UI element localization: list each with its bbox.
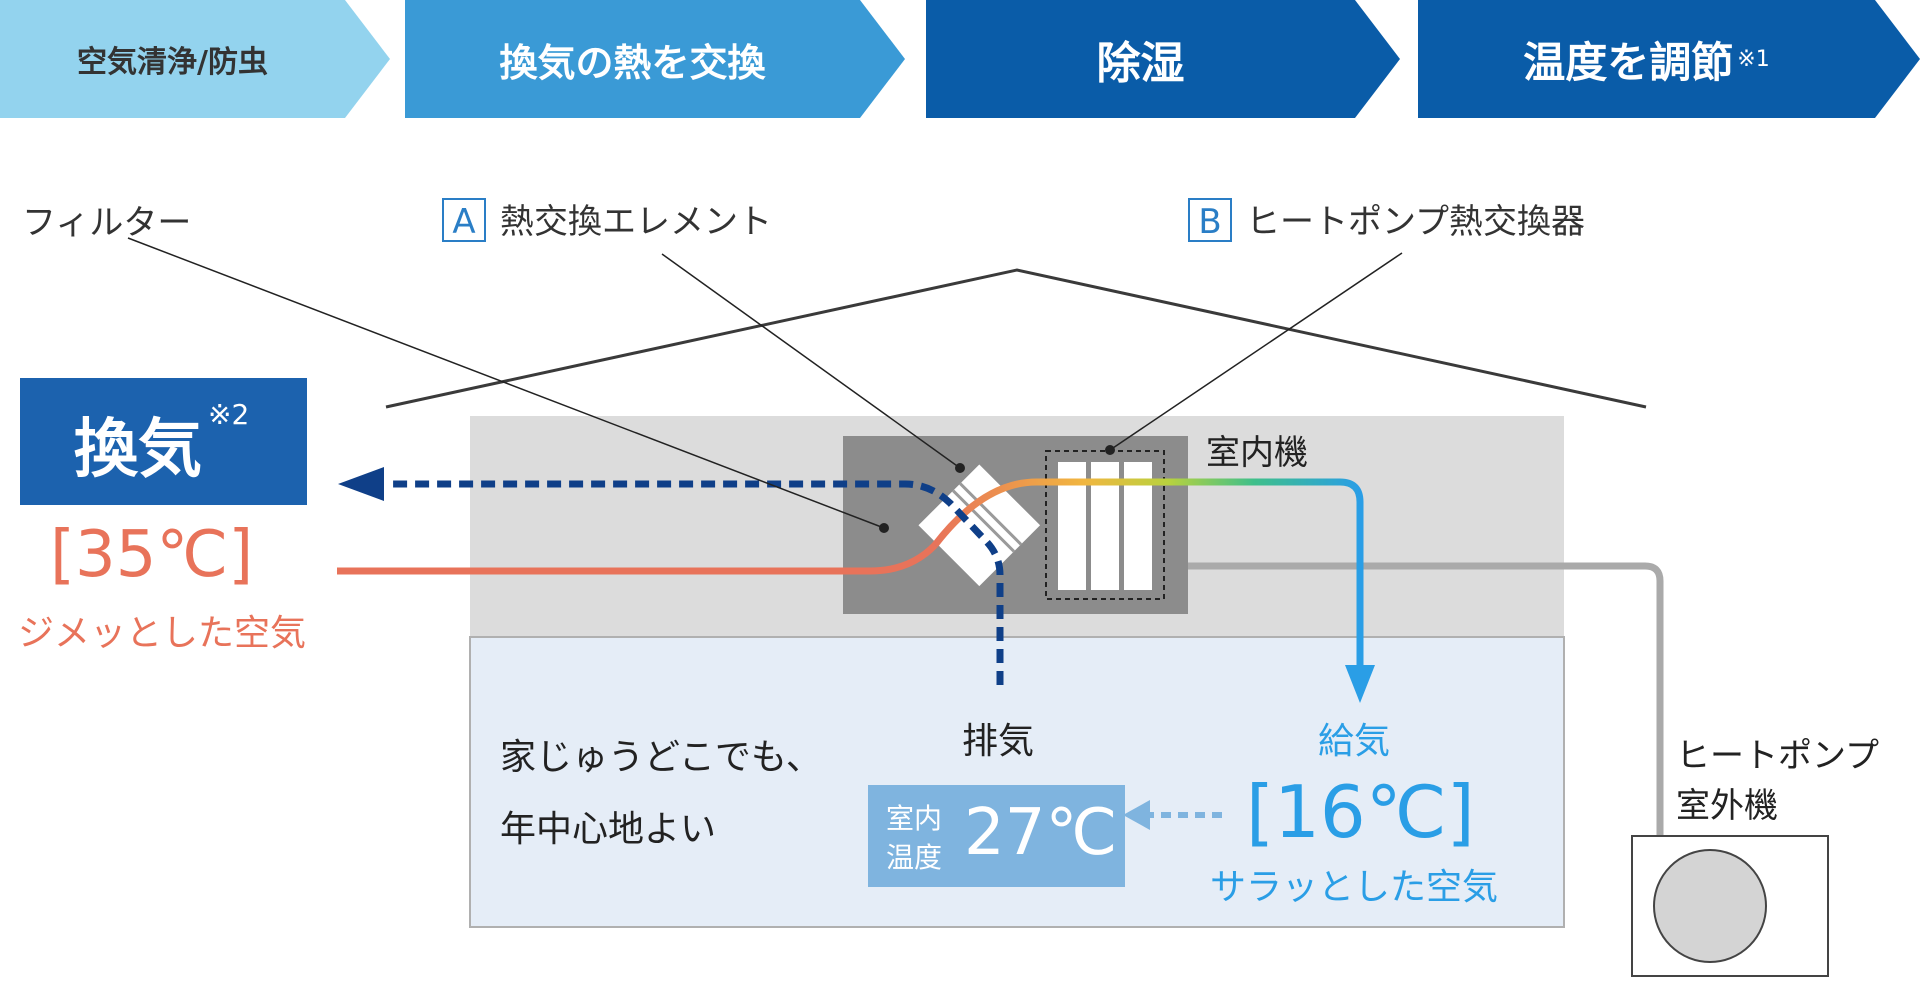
element-code-badge: A xyxy=(442,198,486,242)
leader-exchanger xyxy=(1109,252,1403,451)
ventilation-box xyxy=(20,378,307,505)
step-note-1: ※1 xyxy=(1737,46,1770,72)
ventilation-note: ※2 xyxy=(208,398,250,431)
heat-exchange-element xyxy=(918,464,1041,587)
exhaust-air-line xyxy=(390,480,1004,685)
indoor-temp-box xyxy=(868,785,1125,887)
leader-filter xyxy=(127,237,885,529)
step-label-dehumidify: 除湿 xyxy=(1096,38,1185,89)
refrigerant-pipe xyxy=(1188,562,1664,835)
indoor-temp-label-line-2: 温度 xyxy=(886,841,943,874)
step-arrow-4 xyxy=(1418,0,1920,118)
exchanger-code-badge: B xyxy=(1188,198,1232,242)
leader-element-dot xyxy=(955,463,965,473)
outdoor-unit-fan xyxy=(1653,849,1767,963)
leader-element xyxy=(661,253,961,469)
supply-air-desc: サラッとした空気 xyxy=(1210,867,1499,908)
step-arrows xyxy=(0,0,1920,118)
element-label-text: 熱交換エレメント xyxy=(500,202,772,242)
step-label-temperature-text: 温度を調節 xyxy=(1523,37,1734,87)
supply-air-temp: [16℃] xyxy=(1246,770,1475,854)
message-line-1: 家じゅうどこでも、 xyxy=(500,737,822,778)
outdoor-unit-label-line-1: ヒートポンプ xyxy=(1676,736,1879,776)
step-label-heat-exchange: 換気の熱を交換 xyxy=(499,40,766,85)
supply-label: 給気 xyxy=(1318,721,1391,762)
exchanger-label: B ヒートポンプ熱交換器 xyxy=(1188,194,1585,243)
supply-air-arrowhead xyxy=(1345,665,1375,703)
indoor-unit-label: 室内機 xyxy=(1206,433,1308,473)
incoming-air-warm xyxy=(337,542,938,575)
heat-pump-exchanger xyxy=(1045,450,1165,600)
process-steps: 空気清浄/防虫 換気の熱を交換 除湿 温度を調節※1 xyxy=(0,0,1920,120)
exhaust-label: 排気 xyxy=(962,721,1035,762)
room-air-arrowhead xyxy=(1123,800,1150,830)
step-arrow-1 xyxy=(0,0,390,118)
outdoor-air-temp: [35℃] xyxy=(50,518,254,592)
indoor-temp-value: 27℃ xyxy=(964,796,1118,870)
step-arrow-3 xyxy=(926,0,1400,118)
outdoor-air-desc: ジメッとした空気 xyxy=(18,613,307,654)
step-label-air-purify: 空気清浄/防虫 xyxy=(77,45,268,80)
leader-exchanger-dot xyxy=(1105,445,1115,455)
leader-filter-dot xyxy=(879,523,889,533)
filter-label: フィルター xyxy=(22,203,192,243)
exhaust-air-arrowhead xyxy=(338,467,384,501)
house-roof xyxy=(385,268,1647,409)
ventilation-title: 換気※2 xyxy=(74,398,249,490)
message-line-2: 年中心地よい xyxy=(500,809,717,850)
indoor-temp-label-line-1: 室内 xyxy=(886,802,943,835)
step-arrow-2 xyxy=(405,0,905,118)
outdoor-unit-label-line-2: 室外機 xyxy=(1676,786,1778,826)
exchanger-label-text: ヒートポンプ熱交換器 xyxy=(1246,202,1585,242)
ventilation-title-text: 換気 xyxy=(74,413,202,487)
element-label: A 熱交換エレメント xyxy=(442,194,772,243)
step-label-temperature: 温度を調節※1 xyxy=(1418,0,1875,118)
